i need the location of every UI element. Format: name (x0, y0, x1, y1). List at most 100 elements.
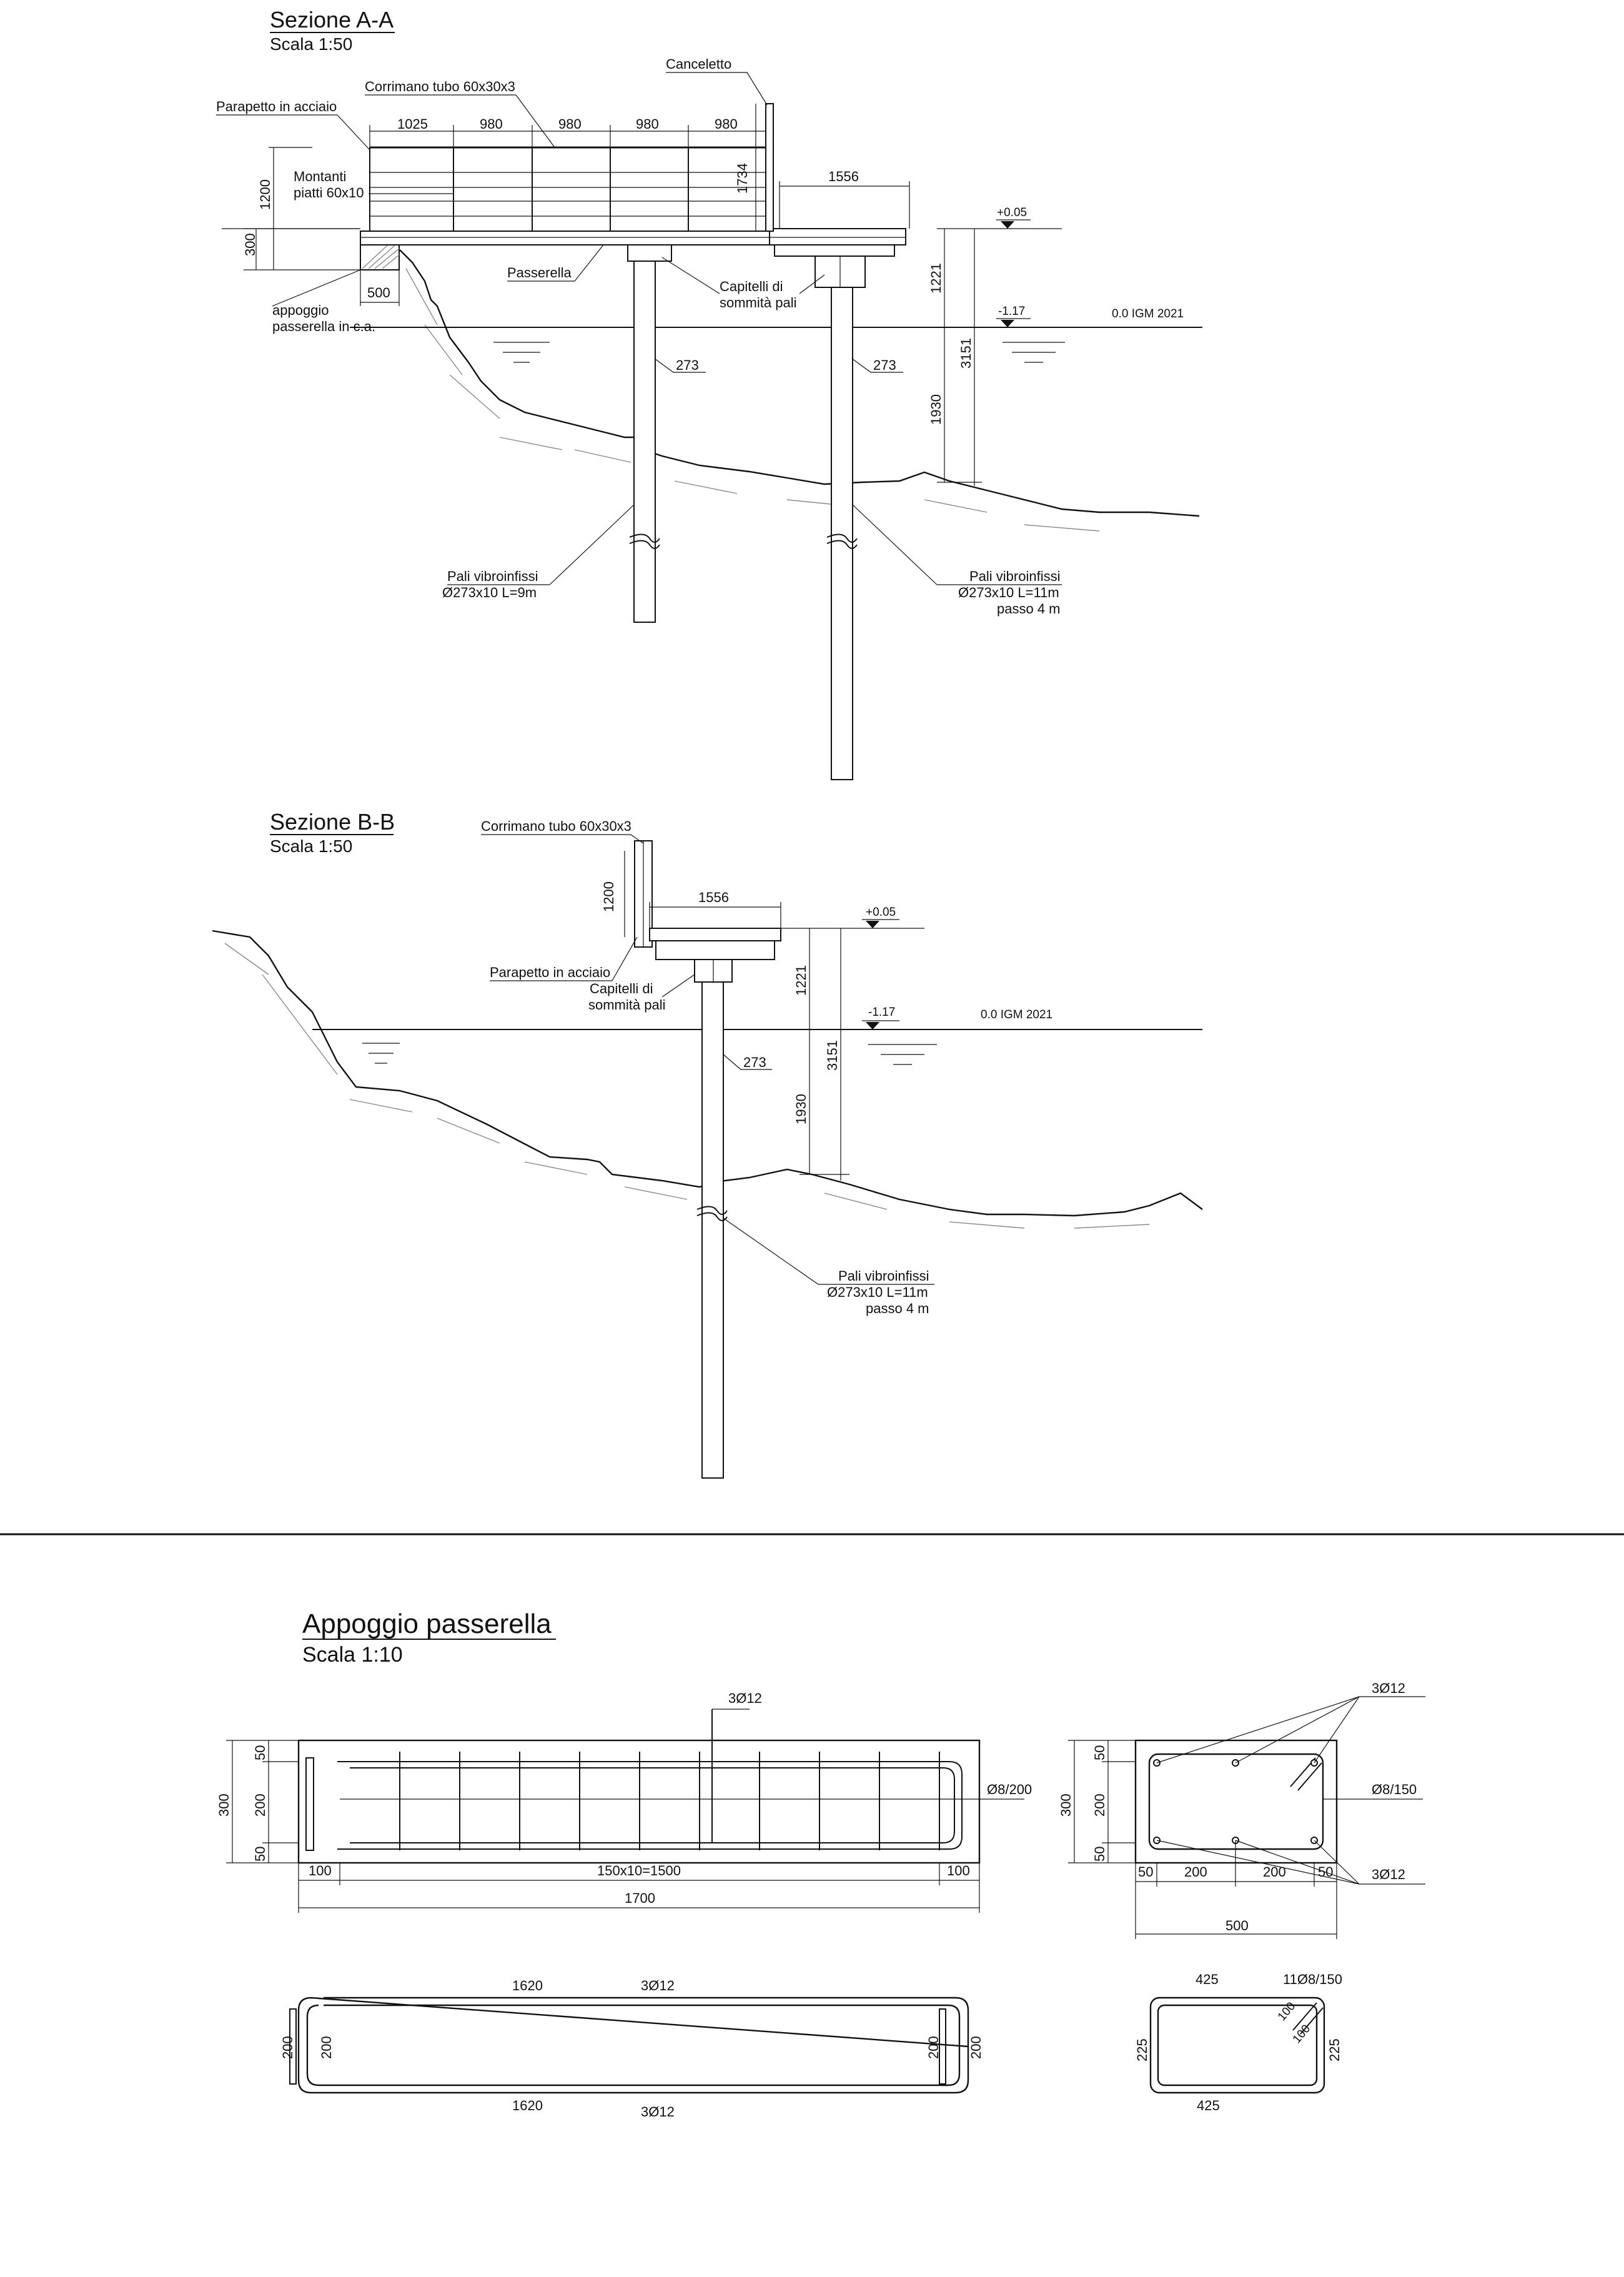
section-b-pile-break2 (696, 1212, 728, 1221)
section-b-elev-top-marker (866, 921, 879, 928)
label-parapetto: Parapetto in acciaio (216, 99, 337, 114)
cross-view-outline (1134, 1739, 1338, 1864)
section-a-elev-top-marker (1001, 221, 1014, 229)
cross-view-bars (1153, 1759, 1318, 1844)
section-a-soil-hatch (405, 268, 1100, 532)
cross-top-leader-3 (1314, 1696, 1360, 1764)
section-b-water-symbol-left (362, 1043, 400, 1064)
bar-h-in-left: 200 (319, 2036, 334, 2059)
bar-top-bar: 3Ø12 (641, 1978, 675, 1993)
elev-b-top: +0.05 (866, 906, 896, 919)
cross-d500: 500 (1225, 1918, 1249, 1933)
cross-d50c: 50 (1138, 1864, 1153, 1880)
long-d200: 200 (252, 1793, 268, 1817)
leader-pali-left (549, 504, 635, 585)
bar-shape: 1620 3Ø12 1620 3Ø12 200 200 200 200 (280, 1978, 984, 2120)
dim-980-a: 980 (480, 116, 503, 132)
cross-bar-bottom: 3Ø12 (1372, 1867, 1405, 1882)
section-b-deck (649, 928, 781, 941)
label-canceletto: Canceletto (666, 56, 731, 72)
section-b-title: Sezione B-B (270, 809, 395, 835)
section-a-elev-water-marker (1001, 320, 1014, 327)
bar-bot-len: 1620 (512, 2098, 543, 2113)
stirrup-inner (1157, 2004, 1318, 2086)
label-montanti-1: Montanti (294, 169, 346, 184)
label-pali-right-1: Pali vibroinfissi (969, 568, 1061, 584)
section-a-pile-right-break2 (826, 540, 858, 549)
label-pali-right-3: passo 4 m (997, 601, 1061, 617)
leader-corrimano (515, 94, 555, 148)
section-b-water-symbol-right (868, 1044, 937, 1065)
cross-d300: 300 (1058, 1793, 1074, 1817)
label-pali-left-1: Pali vibroinfissi (447, 568, 538, 584)
dim-300: 300 (242, 233, 258, 256)
leader-passerella (574, 244, 604, 282)
label-corrimano: Corrimano tubo 60x30x3 (365, 79, 515, 94)
long-d150x10: 150x10=1500 (597, 1863, 681, 1878)
dim-980-d: 980 (715, 116, 738, 132)
label-b-parapetto: Parapetto in acciaio (490, 965, 610, 980)
section-a-capitello-left (627, 244, 672, 262)
stirrup-h-left: 225 (1134, 2038, 1150, 2061)
stirrup-hook-b (1300, 2007, 1324, 2035)
section-b-pile (701, 981, 724, 1479)
igm-label: 0.0 IGM 2021 (1112, 307, 1184, 320)
section-b-scale: Scala 1:50 (270, 836, 352, 856)
label-appoggio-1: appoggio (272, 302, 329, 318)
leader-capitelli-right (799, 274, 825, 294)
leader-parapetto (337, 114, 370, 151)
appoggio-scale: Scala 1:10 (302, 1643, 403, 1667)
long-d300: 300 (216, 1793, 232, 1817)
long-d50b: 50 (252, 1847, 268, 1862)
section-a-top-dim-chain (369, 125, 766, 147)
long-bar-top: 3Ø12 (728, 1690, 762, 1706)
bar-bot-bar: 3Ø12 (641, 2104, 675, 2120)
cross-d50d: 50 (1318, 1864, 1333, 1880)
dim-b-1200: 1200 (601, 881, 616, 912)
section-a-title: Sezione A-A (270, 7, 394, 32)
section-a-273b-leader (851, 358, 871, 373)
dim-273-b: 273 (873, 357, 896, 373)
section-a-water-symbol-right (1003, 342, 1065, 363)
bar-h-out-left: 200 (280, 2036, 295, 2059)
cross-bar-top: 3Ø12 (1372, 1680, 1405, 1696)
elev-top: +0.05 (997, 206, 1027, 219)
section-b-soil-hatch (224, 943, 1150, 1229)
section-a-ground-profile (399, 249, 1200, 517)
section-a-pile-right (831, 287, 853, 780)
section-b-deck-beam (655, 940, 775, 960)
label-b-pali-2: Ø273x10 L=11m (827, 1284, 928, 1300)
bar-h-out-right: 200 (968, 2036, 984, 2059)
cross-view-hook-b (1297, 1762, 1322, 1791)
leader-b-capitelli (661, 974, 695, 998)
section-a-passerella-deck-right (769, 228, 906, 246)
label-b-pali-1: Pali vibroinfissi (838, 1268, 929, 1284)
elev-b-water: -1.17 (868, 1006, 895, 1019)
dim-500: 500 (367, 285, 390, 300)
label-b-capitelli-2: sommità pali (588, 997, 665, 1013)
bar-shape-right-hook (939, 2008, 946, 2085)
cross-d50a: 50 (1092, 1745, 1107, 1760)
dim-1025: 1025 (397, 116, 428, 132)
leader-pali-right (852, 504, 938, 585)
section-a-pile-left-break (629, 533, 660, 543)
section-b-pile-break (696, 1206, 728, 1215)
stirrup-hook-b-label: 100 (1290, 2022, 1313, 2046)
dim-b-1556: 1556 (698, 890, 729, 905)
bar-shape-inner (306, 2004, 961, 2086)
label-pali-right-2: Ø273x10 L=11m (958, 585, 1059, 600)
cross-top-leader-1 (1156, 1696, 1360, 1764)
long-d100a: 100 (309, 1863, 332, 1878)
bar-top-len: 1620 (512, 1978, 543, 1993)
cross-view-stirrup (1148, 1753, 1324, 1850)
cross-d200b: 200 (1263, 1864, 1286, 1880)
igm-b-label: 0.0 IGM 2021 (981, 1008, 1052, 1021)
label-b-corrimano: Corrimano tubo 60x30x3 (481, 818, 631, 834)
elev-water: -1.17 (998, 305, 1025, 318)
section-a-passerella-deck-left (360, 231, 770, 246)
dim-1221: 1221 (928, 263, 944, 294)
section-a-water-symbol-left (493, 342, 550, 363)
leader-canceletto (746, 72, 768, 106)
long-view: 3Ø12 Ø8/200 300 50 200 50 100 150x10=150… (216, 1690, 1032, 1913)
